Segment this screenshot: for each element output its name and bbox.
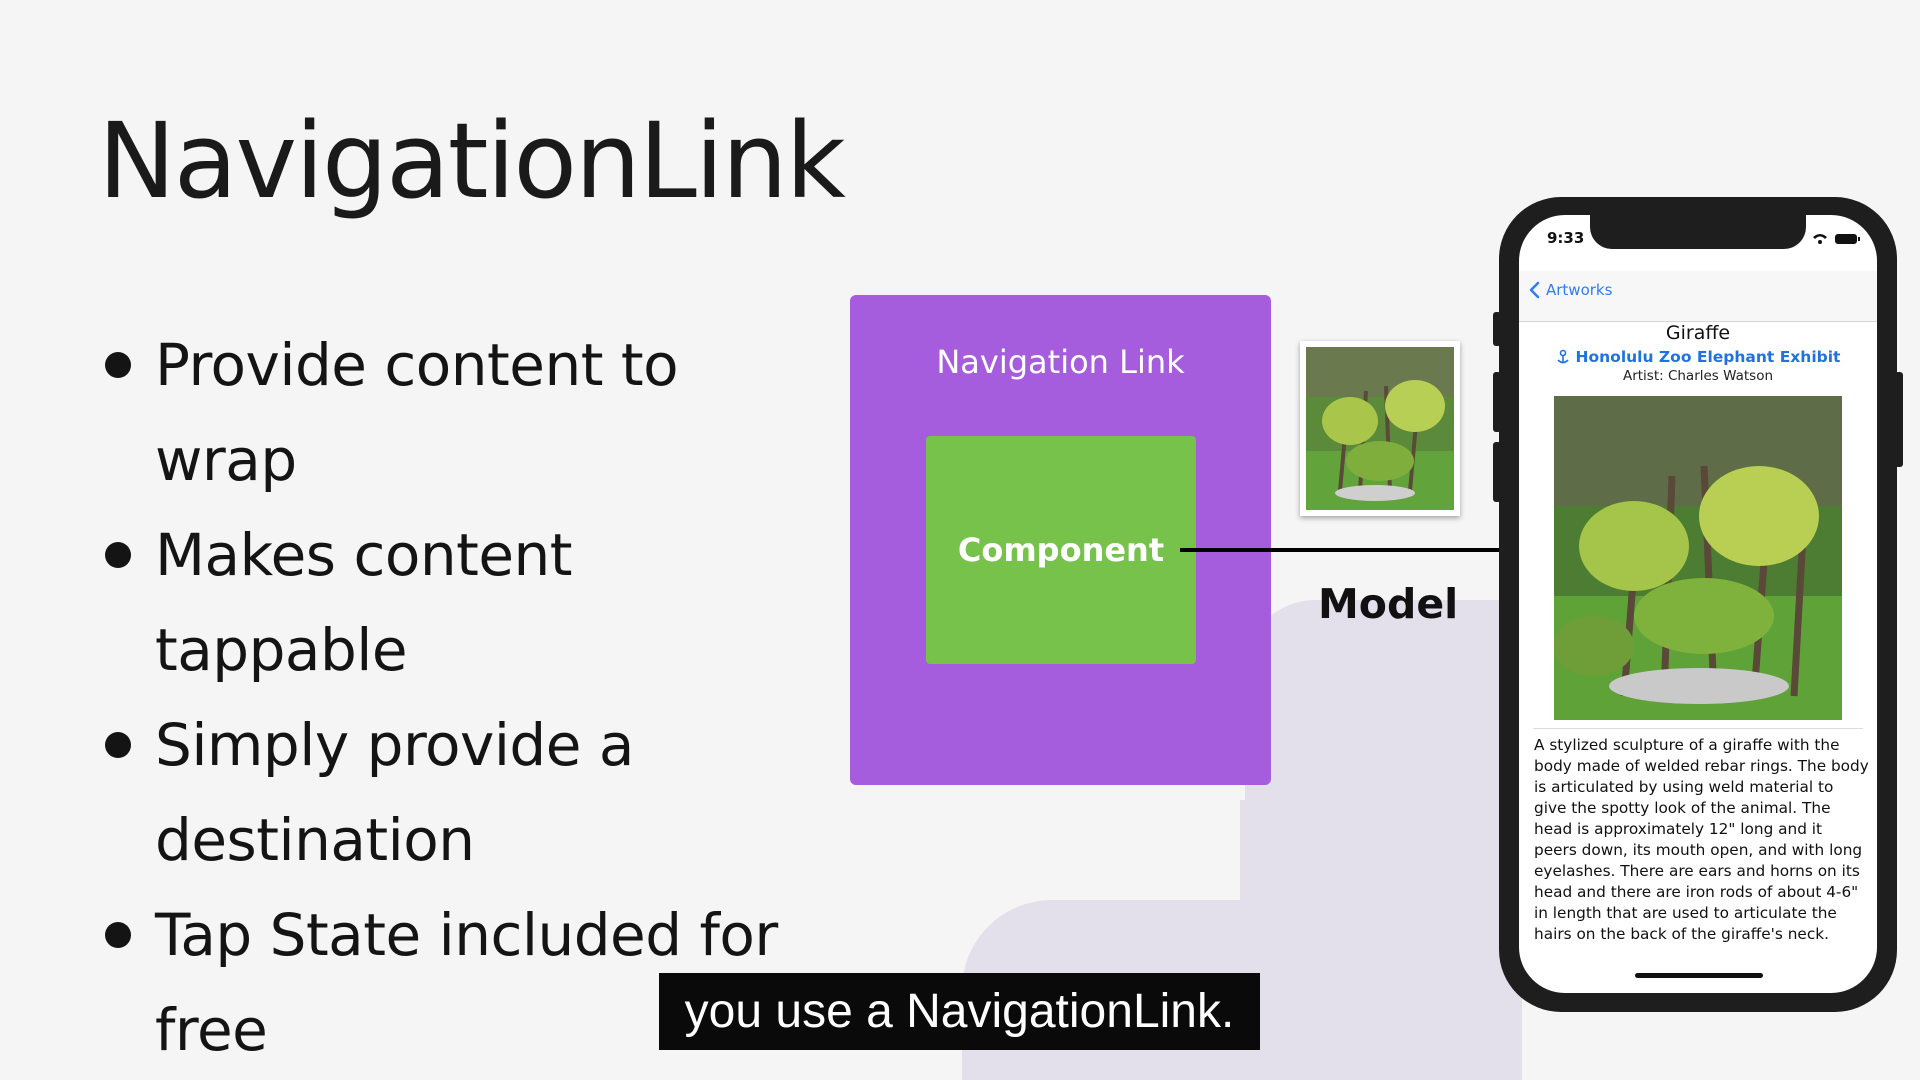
navigation-link-label: Navigation Link (936, 343, 1185, 381)
artist-label: Artist: Charles Watson (1622, 368, 1774, 384)
giraffe-photo-thumbnail-icon (1306, 347, 1454, 510)
divider (1533, 728, 1863, 729)
navigation-bar: Artworks (1519, 271, 1877, 322)
background-shape (1240, 800, 1500, 1080)
location-pin-icon (1556, 349, 1569, 364)
back-button[interactable]: Artworks (1529, 281, 1612, 299)
status-time: 9:33 (1547, 229, 1585, 247)
bullet-text: Tap State included for free (155, 901, 778, 1064)
chevron-left-icon (1529, 281, 1540, 299)
bullet-list: Provide content to wrap Makes content ta… (105, 318, 825, 1078)
model-label: Model (1318, 580, 1459, 628)
volume-down-button (1493, 442, 1501, 502)
exhibit-link[interactable]: Honolulu Zoo Elephant Exhibit (1519, 348, 1877, 366)
volume-up-button (1493, 372, 1501, 432)
bullet-dot-icon (105, 922, 131, 948)
slide-title: NavigationLink (98, 100, 846, 222)
bullet-dot-icon (105, 352, 131, 378)
phone-screen: 9:33 Artworks Giraffe Honolulu Zoo Eleph… (1519, 215, 1877, 993)
bullet-item: Tap State included for free (105, 888, 785, 1078)
side-button (1493, 312, 1501, 346)
bullet-item: Makes content tappable (105, 508, 825, 698)
artwork-description: A stylized sculpture of a giraffe with t… (1534, 736, 1869, 943)
giraffe-photo (1554, 396, 1842, 720)
notch (1590, 215, 1806, 249)
component-box: Component (926, 436, 1196, 664)
bullet-text: Simply provide a destination (155, 711, 634, 874)
bullet-item: Simply provide a destination (105, 698, 675, 888)
status-icons (1811, 231, 1861, 250)
model-thumbnail (1300, 341, 1460, 516)
bullet-text: Makes content tappable (155, 521, 573, 684)
bullet-dot-icon (105, 732, 131, 758)
navigation-link-box: Navigation Link Component (850, 295, 1271, 785)
bullet-item: Provide content to wrap (105, 318, 825, 508)
back-button-label: Artworks (1546, 281, 1613, 299)
power-button (1895, 372, 1903, 467)
artwork-title: Giraffe (1665, 322, 1731, 344)
subtitle-caption: you use a NavigationLink. (659, 973, 1260, 1050)
home-indicator (1635, 973, 1763, 978)
wifi-battery-icon (1813, 234, 1860, 244)
bullet-dot-icon (105, 542, 131, 568)
exhibit-label: Honolulu Zoo Elephant Exhibit (1575, 348, 1841, 366)
component-label: Component (957, 531, 1165, 569)
bullet-text: Provide content to wrap (155, 331, 679, 494)
